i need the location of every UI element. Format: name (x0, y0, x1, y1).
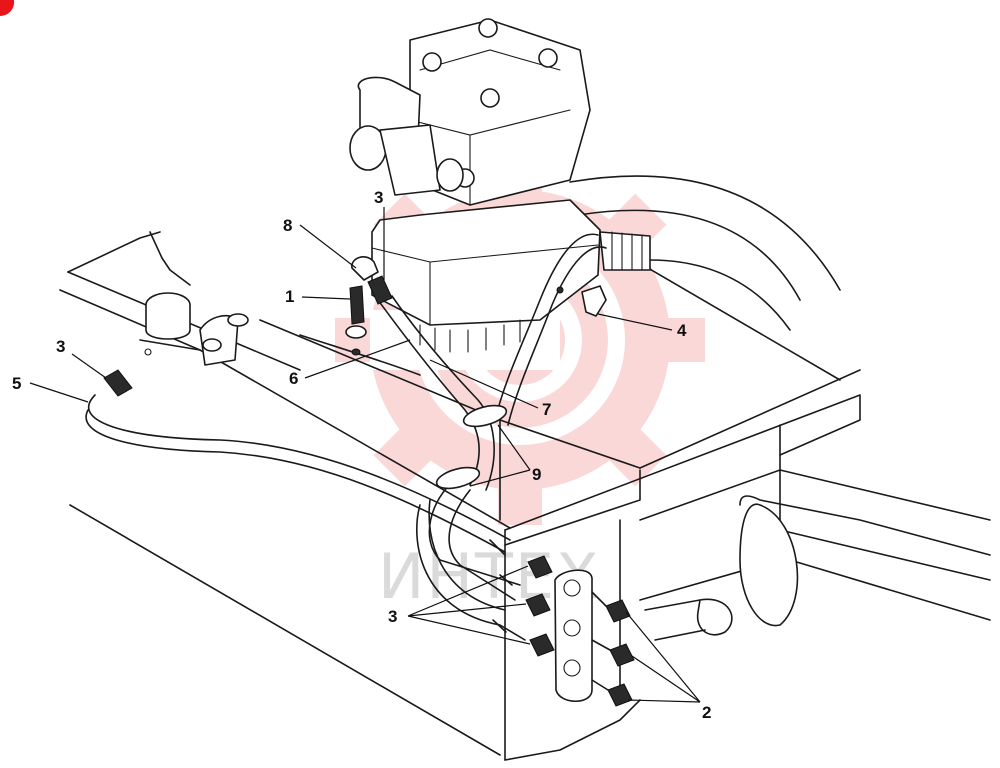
callout-6: 6 (289, 369, 298, 388)
callout-5: 5 (12, 374, 21, 393)
callout-7: 7 (542, 400, 551, 419)
callout-3-left: 3 (56, 337, 65, 356)
callout-3-front: 3 (388, 607, 397, 626)
callout-9: 9 (532, 465, 541, 484)
callout-labels: 8 3 1 3 5 6 7 4 9 3 2 (12, 188, 711, 722)
callout-4: 4 (677, 321, 687, 340)
callout-1: 1 (285, 287, 294, 306)
fittings (103, 256, 635, 707)
callout-3-top: 3 (374, 188, 383, 207)
hoses (85, 233, 607, 641)
callout-2: 2 (702, 703, 711, 722)
callout-8: 8 (283, 216, 292, 235)
leader-lines (29, 207, 701, 703)
hose-clamps (435, 404, 508, 490)
left-components (139, 292, 249, 366)
corner-mark (0, 0, 15, 17)
frame-structure (59, 175, 991, 761)
